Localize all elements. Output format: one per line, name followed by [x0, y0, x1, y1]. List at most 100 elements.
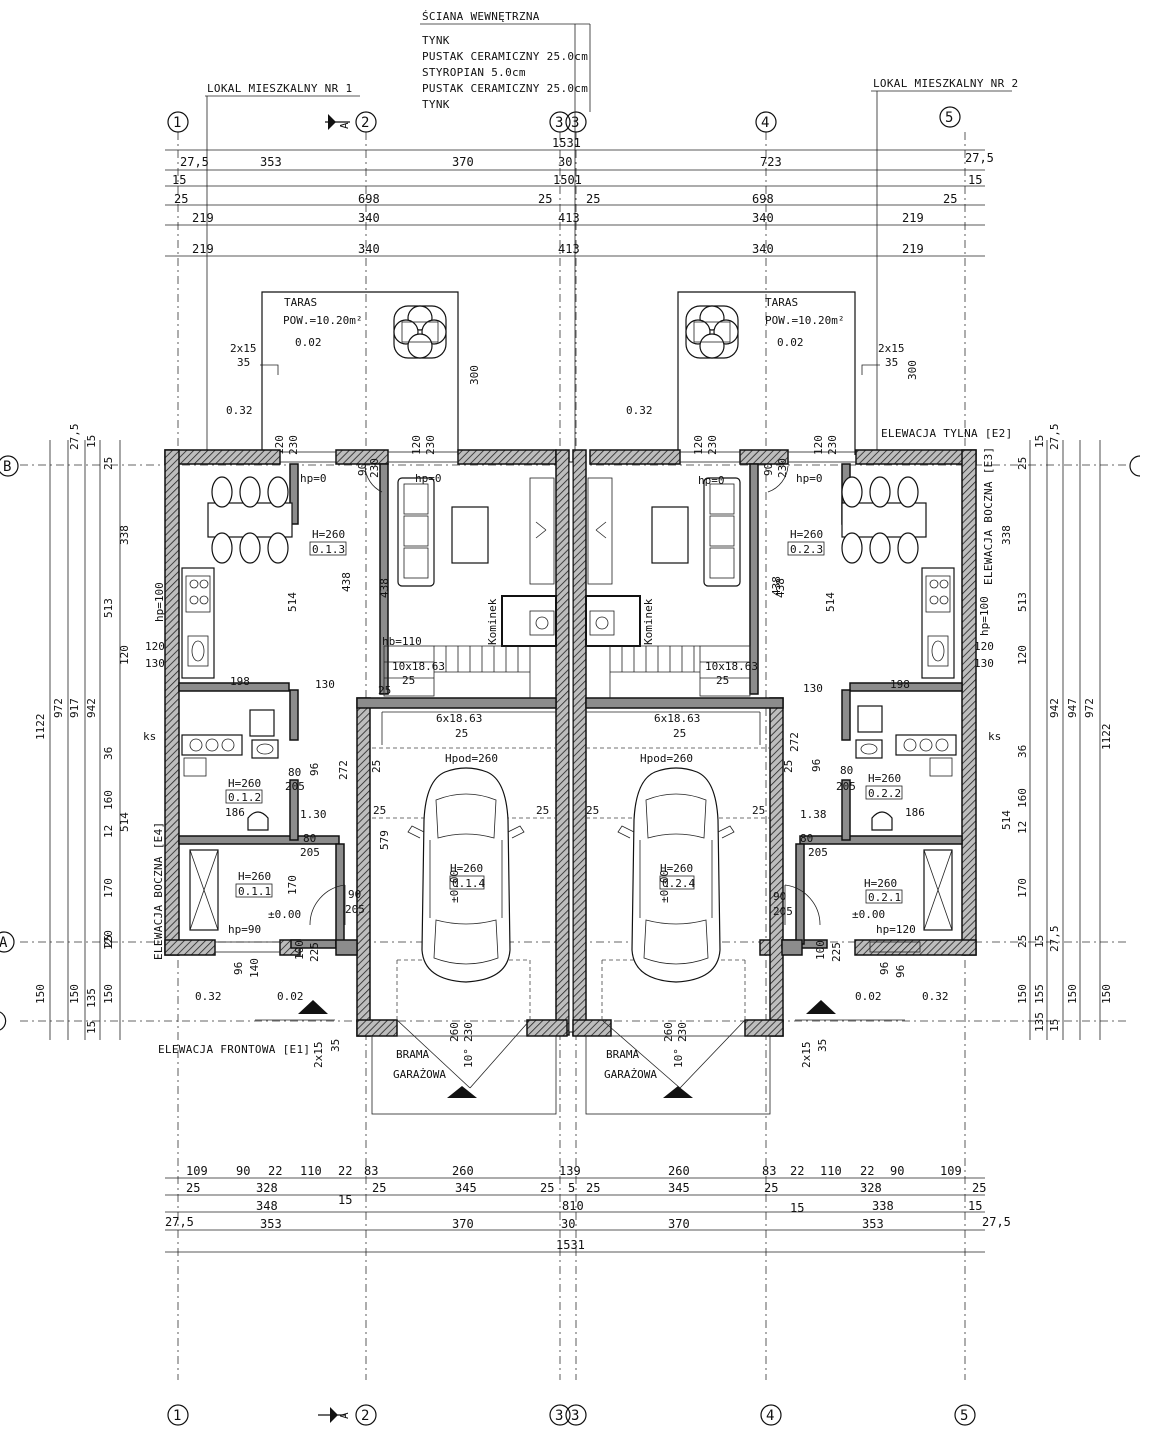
dim-label: 413 [558, 242, 580, 256]
dining-table [207, 476, 293, 564]
room-dim: 1.30 [300, 808, 327, 821]
dim-label: 260 [452, 1164, 474, 1178]
dim-label: 150 [1066, 984, 1079, 1004]
dim-label: 1122 [34, 714, 47, 741]
room-dim: 100 [293, 940, 306, 960]
dim-label: 135 [85, 988, 98, 1008]
axis-bubble [167, 1404, 189, 1426]
elevation-rear: ELEWACJA TYLNA [E2] [881, 427, 1013, 440]
unit-2-label: LOKAL MIESZKALNY NR 2 [873, 77, 1018, 90]
dim-label: 972 [52, 698, 65, 718]
dim-label: 22 [790, 1164, 804, 1178]
room-dim: 198 [890, 678, 910, 691]
dim-label: 120 [974, 640, 994, 653]
outdoor-table [393, 305, 447, 359]
dim-label: 90 [890, 1164, 904, 1178]
room-dim: 272 [788, 732, 801, 752]
dim-label: 130 [974, 657, 994, 670]
axis-label: 5 [960, 1408, 968, 1424]
dim-label: 972 [1083, 698, 1096, 718]
axis-label: 5 [945, 110, 953, 126]
room-dim: 96 [308, 763, 321, 776]
axis-bubble [0, 455, 19, 477]
dim-label: 340 [358, 211, 380, 225]
terrace-area: POW.=10.20m² [765, 314, 844, 327]
room-hp: hp=90 [228, 923, 261, 936]
car-icon [407, 767, 525, 983]
room-dim: 438 [340, 572, 353, 592]
wall-layer: PUSTAK CERAMICZNY 25.0cm [422, 82, 588, 95]
terrace-level: 0.02 [777, 336, 804, 349]
door-dim: 80 [303, 832, 316, 845]
dim-label: 25 [752, 804, 765, 817]
door-dim: 205 [808, 846, 828, 859]
axis-label: 4 [761, 115, 769, 131]
room-dim: 186 [225, 806, 245, 819]
dim-label: 723 [760, 155, 782, 169]
terrace-name: TARAS [284, 296, 317, 309]
room-dim: 514 [824, 592, 837, 612]
dim-label: 345 [668, 1181, 690, 1195]
axis-bubble [565, 1404, 587, 1426]
stairs-hb: hb=110 [382, 635, 422, 648]
dim-label: 120 [102, 930, 115, 950]
room-height: H=260 [790, 528, 823, 541]
terrace-name: TARAS [765, 296, 798, 309]
dim-label: 219 [902, 242, 924, 256]
dim-label: hp=100 [153, 582, 166, 622]
door-dim: 205 [836, 780, 856, 793]
room-level: ±0.00 [448, 870, 461, 903]
dim-label: 36 [102, 747, 115, 760]
sofa [703, 477, 741, 587]
axis-bubble [939, 106, 961, 128]
wall-layer: TYNK [422, 34, 450, 47]
axis-label: 1 [173, 115, 181, 131]
dim-label: 1531 [552, 136, 581, 150]
dim-label: 150 [68, 984, 81, 1004]
sofa [397, 477, 435, 587]
door-dim: 230 [776, 458, 789, 478]
terrace-stairs: 2x15 [878, 342, 905, 355]
door-dim: 80 [840, 764, 853, 777]
garage-hpod: Hpod=260 [640, 752, 693, 765]
entry-level: 0.02 [855, 990, 882, 1003]
stairs-run: 25 [378, 684, 391, 697]
entry-stairs-rise: 35 [816, 1039, 829, 1052]
axis-label: B [3, 459, 11, 475]
dim-label: 150 [34, 984, 47, 1004]
dim-label: 340 [752, 242, 774, 256]
entry-stairs: 2x15 [312, 1042, 325, 1069]
gate-width: 260 [662, 1022, 675, 1042]
dim-label: 5 [568, 1181, 575, 1195]
dim-label: 15 [968, 173, 982, 187]
stairs-run: 25 [402, 674, 415, 687]
dim-label: 917 [68, 698, 81, 718]
dim-label: 353 [260, 1217, 282, 1231]
room-code: 0.2.3 [790, 543, 823, 556]
dim-label: 15 [85, 435, 98, 448]
dim-label: 22 [268, 1164, 282, 1178]
room-dim: 198 [230, 675, 250, 688]
dim-label: 150 [1100, 984, 1113, 1004]
dim-label: 260 [668, 1164, 690, 1178]
room-dim: 225 [830, 942, 843, 962]
stairs-run: 25 [673, 727, 686, 740]
dim-label: 328 [860, 1181, 882, 1195]
room-code: 0.2.1 [868, 891, 901, 904]
dim-label: 698 [752, 192, 774, 206]
door-dim: 205 [285, 780, 305, 793]
dining-table [841, 476, 927, 564]
entry-stairs-rise: 35 [329, 1039, 342, 1052]
dim-label: 947 [1066, 698, 1079, 718]
room-dim: 272 [337, 760, 350, 780]
dim-label: 150 [102, 984, 115, 1004]
dim-label: 15 [790, 1201, 804, 1215]
stairs-upper-count: 10x18.63 [392, 660, 445, 673]
outer-level: 0.32 [195, 990, 222, 1003]
dim-label: 513 [102, 598, 115, 618]
dim-label: 25 [586, 804, 599, 817]
room-height: H=260 [312, 528, 345, 541]
wall-note-title: ŚCIANA WEWNĘTRZNA [422, 10, 540, 23]
room-height: H=260 [450, 862, 483, 875]
door-dim: 90 [773, 890, 786, 903]
